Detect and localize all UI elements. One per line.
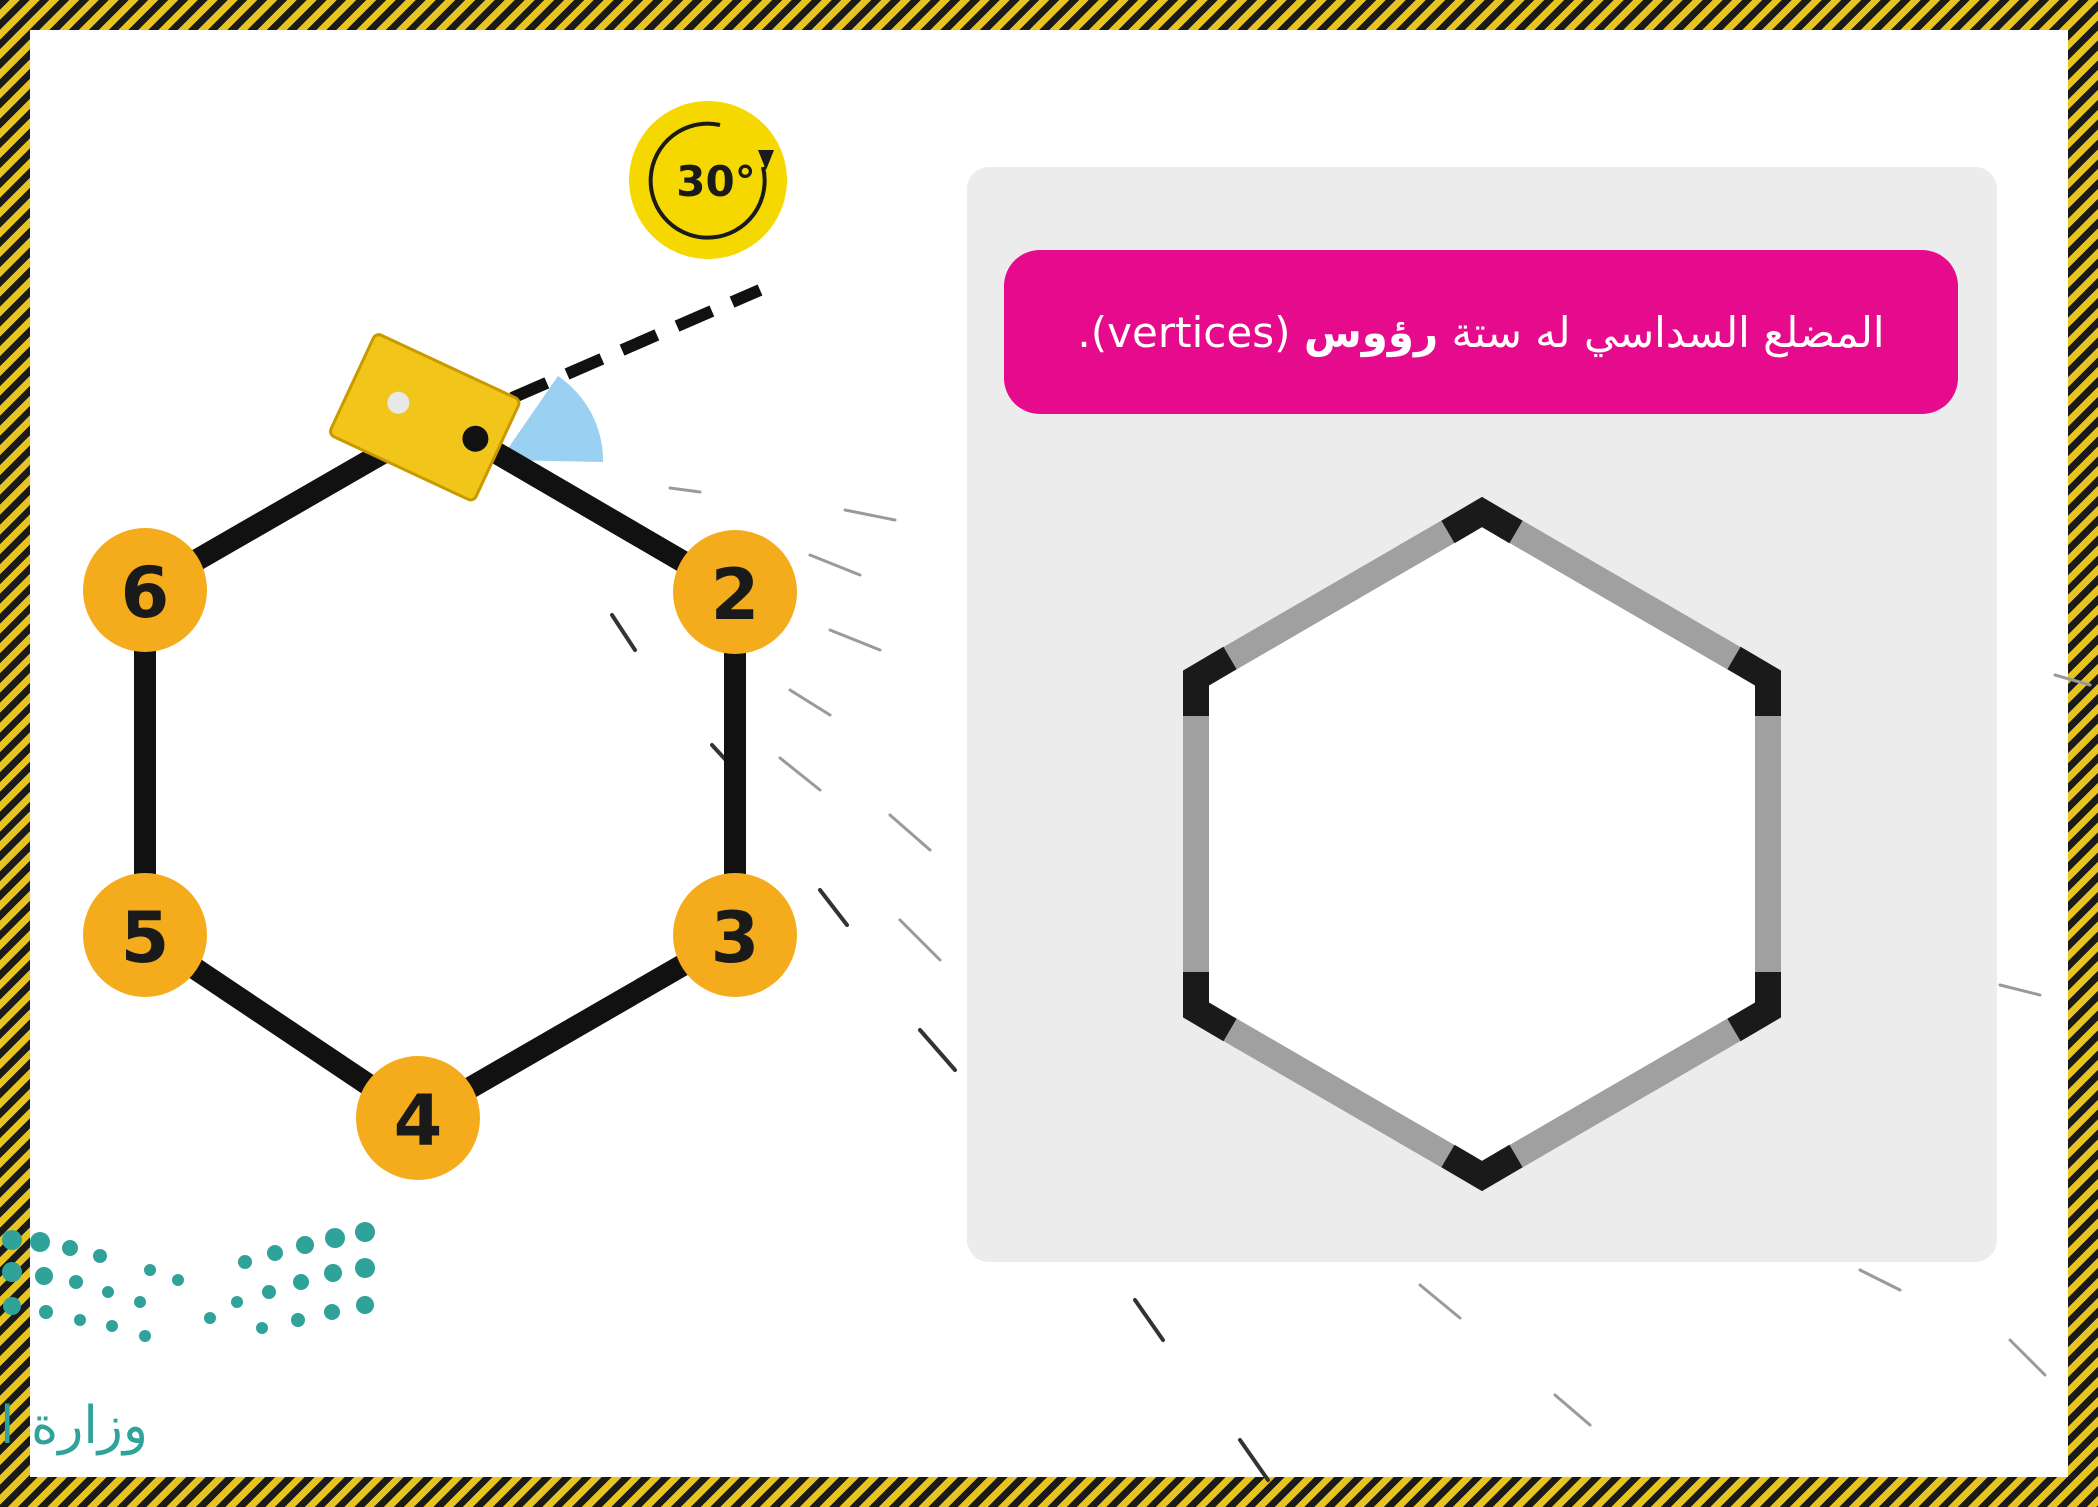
vertex-label-2: 2 — [711, 554, 760, 636]
turn-angle-wedge — [500, 376, 603, 462]
vertex-badge-2: 2 — [673, 530, 797, 654]
ministry-logo-text: وزارة ا — [0, 1396, 148, 1456]
ministry-logo-icon — [2, 1222, 375, 1342]
vertex-label-3: 3 — [711, 897, 760, 979]
turn-angle-icon: 30° — [629, 101, 787, 259]
vertex-badge-6: 6 — [83, 528, 207, 652]
vertex-label-6: 6 — [121, 552, 170, 634]
vertex-label-5: 5 — [121, 897, 170, 979]
vertex-badge-4: 4 — [356, 1056, 480, 1180]
background-dashes-dark — [612, 615, 1268, 1480]
vertex-badge-5: 5 — [83, 873, 207, 997]
logo-text: وزارة ا — [0, 1396, 148, 1456]
vertex-badge-3: 3 — [673, 873, 797, 997]
hexagon-path — [145, 420, 735, 1118]
vertices-hexagon — [1196, 512, 1768, 1176]
vertex-label-4: 4 — [394, 1080, 443, 1162]
turn-angle-label: 30° — [676, 157, 755, 206]
heading-dashed-line — [512, 290, 760, 398]
hexagon-edges — [1196, 512, 1768, 1176]
